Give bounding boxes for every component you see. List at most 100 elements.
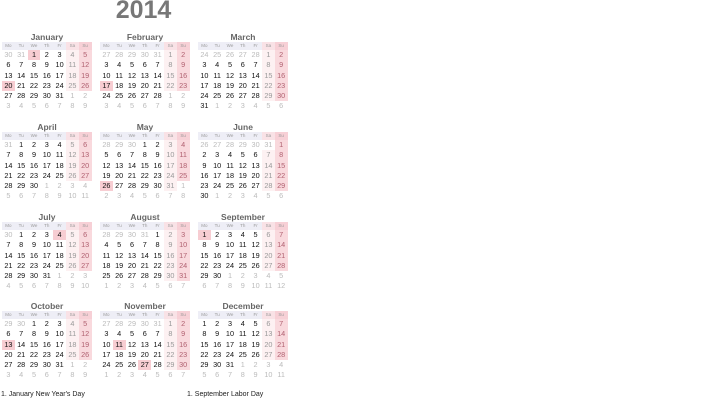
- day-cell: 23: [176, 349, 190, 361]
- day-cell: 8: [155, 240, 160, 250]
- day-cell: 31: [140, 230, 149, 239]
- day-cell: 29: [115, 230, 124, 239]
- day-cell: 1: [104, 281, 109, 291]
- day-cell: 12: [65, 150, 79, 161]
- day-cell: 26: [78, 80, 92, 92]
- day-cell: 16: [274, 70, 288, 81]
- day-cell: 26: [65, 170, 79, 182]
- day-cell: 30: [127, 140, 137, 149]
- weekday-header: Sa: [261, 311, 275, 319]
- day-cell: 29: [274, 181, 288, 192]
- day-cell: 30: [29, 181, 39, 191]
- day-cell: 2: [181, 91, 186, 101]
- day-cell: 13: [4, 70, 13, 80]
- day-cell: 9: [163, 240, 177, 251]
- weekday-header: Mo: [100, 222, 113, 230]
- day-cell: 29: [29, 360, 39, 370]
- day-cell: 8: [163, 60, 177, 71]
- day-cell: 5: [155, 281, 160, 291]
- day-cell: 19: [251, 250, 260, 260]
- day-cell: 6: [129, 240, 135, 250]
- day-cell: 30: [213, 271, 222, 281]
- day-cell: 25: [65, 349, 79, 361]
- day-cell: 3: [202, 60, 207, 70]
- day-cell: 28: [251, 91, 260, 101]
- day-cell: 25: [115, 91, 124, 101]
- day-cell: 4: [142, 370, 147, 380]
- weekday-header: Tu: [112, 311, 126, 319]
- day-cell: 10: [225, 240, 235, 250]
- day-cell: 28: [115, 50, 124, 59]
- weekday-header: Fr: [249, 42, 262, 50]
- day-cell: 8: [142, 150, 147, 160]
- day-cell: 9: [57, 191, 62, 201]
- weekday-header: Tu: [112, 132, 126, 140]
- day-cell: 2: [176, 50, 190, 61]
- day-cell: 5: [6, 191, 11, 201]
- day-cell: 24: [102, 360, 111, 370]
- day-cell: 20: [251, 170, 260, 180]
- day-cell: 4: [65, 319, 79, 330]
- day-cell: 31: [4, 140, 13, 149]
- weekday-header: Su: [176, 311, 190, 319]
- day-cell: 13: [238, 70, 247, 80]
- day-cell: 7: [274, 230, 288, 241]
- day-cell: 17: [55, 339, 64, 349]
- month-title: October: [30, 301, 64, 311]
- day-cell: 12: [115, 250, 124, 260]
- day-cell: 1: [163, 50, 177, 61]
- weekday-header: We: [27, 222, 41, 230]
- day-cell: 1: [31, 319, 37, 328]
- day-cell: 13: [78, 240, 92, 251]
- day-cell: 6: [168, 370, 173, 380]
- day-cell: 10: [176, 240, 190, 251]
- day-cell: 11: [264, 281, 273, 291]
- weekday-header: Mo: [198, 42, 211, 50]
- day-cell: 3: [240, 191, 245, 201]
- day-cell: 6: [6, 329, 11, 339]
- day-cell: 29: [17, 181, 26, 191]
- day-cell: 16: [213, 250, 222, 260]
- day-cell: 16: [163, 250, 177, 261]
- day-cell: 29: [261, 91, 275, 102]
- day-cell: 1: [104, 370, 109, 380]
- day-cell: 28: [102, 230, 111, 239]
- day-cell: 13: [140, 70, 149, 80]
- day-cell: 4: [57, 140, 62, 149]
- day-cell: 5: [78, 319, 92, 330]
- day-cell: 27: [261, 260, 275, 272]
- weekday-header: Su: [78, 222, 92, 230]
- day-cell: 9: [44, 329, 49, 339]
- day-cell: 7: [168, 191, 173, 201]
- weekday-header: Th: [40, 222, 54, 230]
- day-cell: 16: [42, 339, 51, 349]
- weekday-header: Mo: [2, 222, 15, 230]
- day-cell: 12: [78, 329, 92, 340]
- day-cell: 7: [155, 329, 160, 339]
- weekday-header: We: [125, 132, 139, 140]
- day-cell: 8: [31, 329, 37, 339]
- day-cell: 13: [251, 160, 260, 170]
- weekday-header: Tu: [210, 42, 224, 50]
- day-cell: 10: [251, 281, 260, 291]
- day-cell: 11: [55, 240, 64, 250]
- day-cell: 15: [17, 160, 26, 170]
- day-cell: 7: [19, 329, 24, 339]
- day-cell: 14: [140, 250, 149, 260]
- day-cell: 7: [57, 101, 62, 111]
- day-cell: 28: [153, 360, 162, 370]
- day-cell: 22: [200, 260, 209, 270]
- day-cell: 5: [129, 329, 135, 339]
- day-cell: 1: [19, 230, 24, 239]
- day-cell: 23: [29, 170, 39, 180]
- day-cell: 26: [127, 91, 137, 101]
- day-cell: 1: [240, 360, 245, 370]
- day-cell: 9: [44, 60, 49, 70]
- day-cell: 7: [6, 240, 11, 250]
- holiday-cell: 4: [53, 230, 66, 241]
- day-cell: 18: [102, 260, 111, 270]
- day-cell: 27: [78, 260, 92, 272]
- day-cell: 2: [83, 360, 88, 370]
- weekday-header: Su: [274, 222, 288, 230]
- day-cell: 12: [225, 70, 235, 80]
